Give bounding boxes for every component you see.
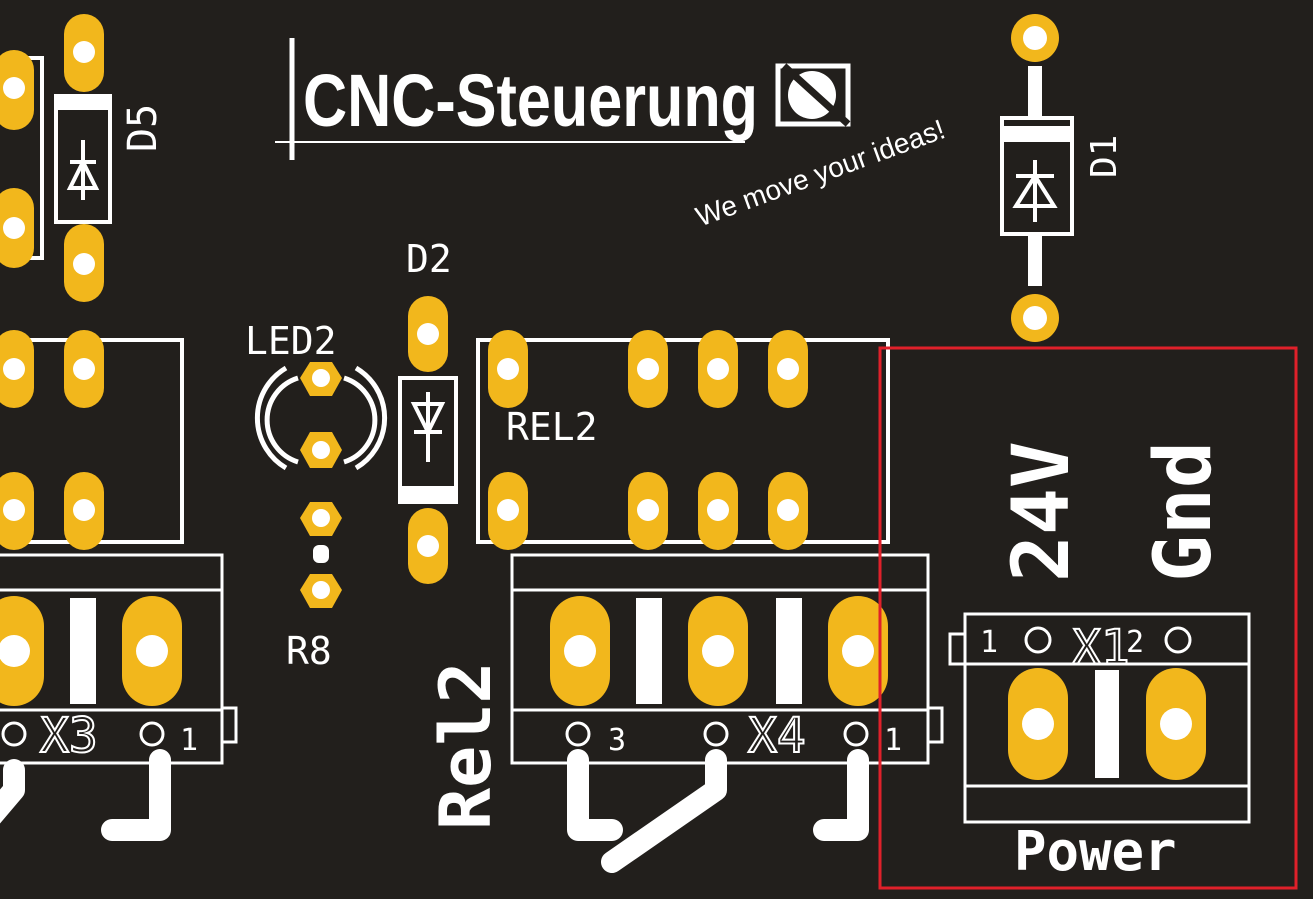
terminal-x4: 3 X4 1 — [510, 553, 944, 873]
selection-highlight — [878, 346, 1298, 890]
label-rel2-big: Rel2 — [425, 661, 507, 830]
resistor-r8: R8 — [286, 502, 342, 673]
label-rel2: REL2 — [506, 405, 598, 449]
diode-d5: D5 — [0, 14, 166, 302]
logo-title: CNC-Steuerung — [303, 59, 758, 142]
label-power: Power — [1014, 820, 1177, 883]
x4-pin3-number: 3 — [608, 723, 626, 758]
x1-pin1-number: 1 — [980, 625, 998, 660]
x1-pin2-number: 2 — [1126, 625, 1144, 660]
diode-d2: D2 — [398, 237, 458, 584]
terminal-x3: X3 1 — [0, 553, 238, 841]
label-d2: D2 — [406, 237, 452, 281]
relay-left — [0, 330, 184, 550]
diode-symbol-icon — [1012, 160, 1058, 222]
relay-rel2: REL2 — [476, 330, 890, 550]
x3-pin1-number: 1 — [180, 723, 198, 758]
x4-pin1-number: 1 — [884, 723, 902, 758]
led2: LED2 — [245, 319, 388, 471]
power-connector: 24V Gnd 1 X1 2 Power — [948, 441, 1251, 883]
label-24v: 24V — [997, 441, 1087, 582]
diode-symbol-icon — [66, 140, 100, 200]
diode-symbol-icon — [410, 392, 446, 462]
label-x3: X3 — [40, 708, 98, 764]
logo-mark-icon — [775, 63, 851, 127]
label-d5: D5 — [120, 104, 166, 152]
label-d1: D1 — [1084, 135, 1125, 178]
label-r8: R8 — [286, 629, 332, 673]
diode-d1: D1 — [1000, 14, 1125, 342]
label-led2: LED2 — [245, 319, 337, 363]
label-x1: X1 — [1072, 620, 1130, 676]
label-gnd: Gnd — [1139, 441, 1229, 582]
label-x4: X4 — [748, 708, 806, 764]
